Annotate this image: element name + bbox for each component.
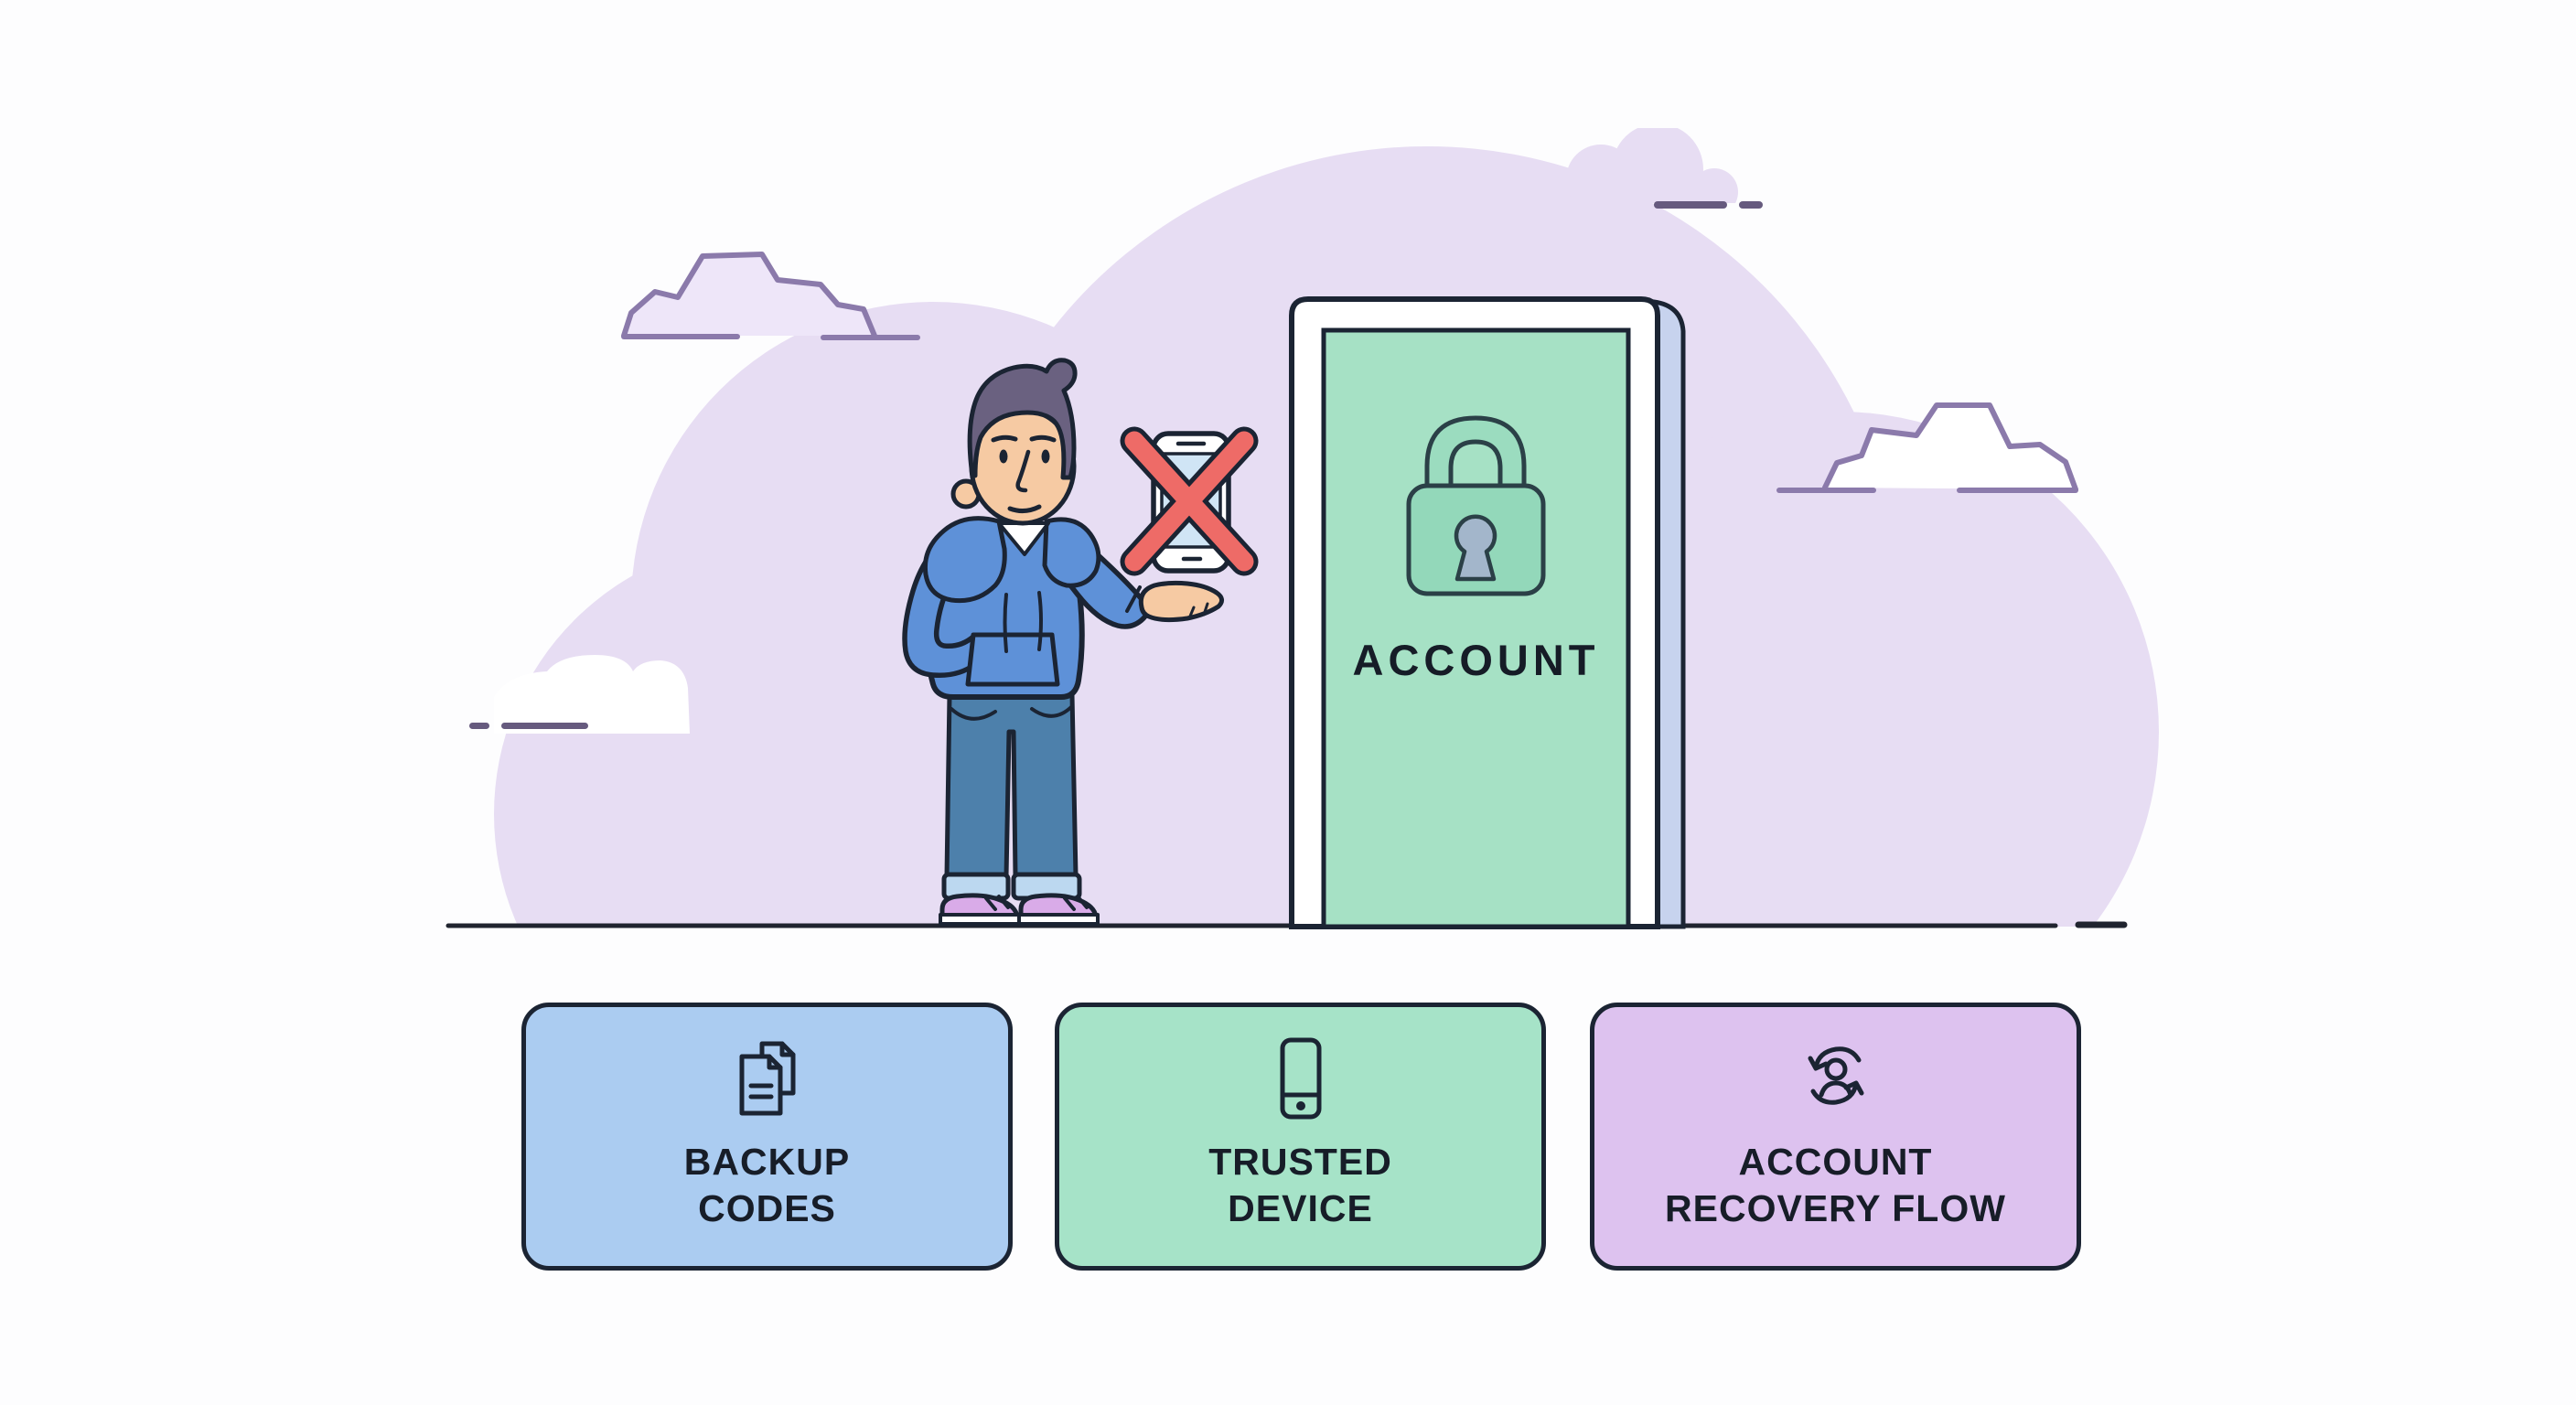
door-side-edge	[1651, 299, 1686, 929]
person-illustration	[902, 358, 1224, 927]
cloud-dash	[501, 723, 588, 729]
outlined-cloud-right	[1776, 402, 2078, 493]
keyhole-icon	[1454, 514, 1497, 582]
card-label-line1: TRUSTED	[1208, 1141, 1392, 1183]
card-label: ACCOUNT RECOVERY FLOW	[1665, 1139, 2006, 1232]
hoodie-pocket	[965, 632, 1060, 687]
cloud-dash	[1654, 201, 1727, 209]
account-recovery-user-refresh-icon	[1798, 1033, 1874, 1124]
card-label-line1: BACKUP	[683, 1141, 851, 1183]
cloud-dash	[469, 723, 489, 729]
account-door	[1289, 296, 1686, 929]
padlock-icon	[1406, 415, 1546, 596]
hair	[967, 358, 1078, 480]
door-label: ACCOUNT	[1352, 636, 1600, 684]
card-backup-codes[interactable]: BACKUP CODES	[521, 1003, 1013, 1271]
outlined-cloud-left	[621, 252, 920, 340]
trusted-device-smartphone-icon	[1262, 1033, 1339, 1124]
card-label: BACKUP CODES	[684, 1139, 850, 1232]
card-trusted-device[interactable]: TRUSTED DEVICE	[1055, 1003, 1546, 1271]
backup-codes-documents-icon	[729, 1033, 806, 1124]
card-account-recovery-flow[interactable]: ACCOUNT RECOVERY FLOW	[1590, 1003, 2081, 1271]
card-label-line1: ACCOUNT	[1738, 1141, 1933, 1183]
open-hand	[1138, 580, 1224, 623]
card-label: TRUSTED DEVICE	[1208, 1139, 1392, 1232]
crossed-out-phone-icon	[1120, 426, 1259, 576]
red-cross	[1124, 431, 1254, 572]
card-label-line2: DEVICE	[1228, 1187, 1373, 1229]
card-label-line2: RECOVERY FLOW	[1665, 1187, 2006, 1229]
nose	[1015, 449, 1031, 493]
ground-line	[445, 921, 2128, 928]
shoes	[939, 893, 1100, 927]
white-cutout-cloud	[469, 655, 690, 734]
small-filled-cloud	[1566, 128, 1763, 209]
cloud-dash	[1739, 201, 1763, 209]
mouth	[1007, 504, 1042, 514]
card-label-line2: CODES	[698, 1187, 836, 1229]
